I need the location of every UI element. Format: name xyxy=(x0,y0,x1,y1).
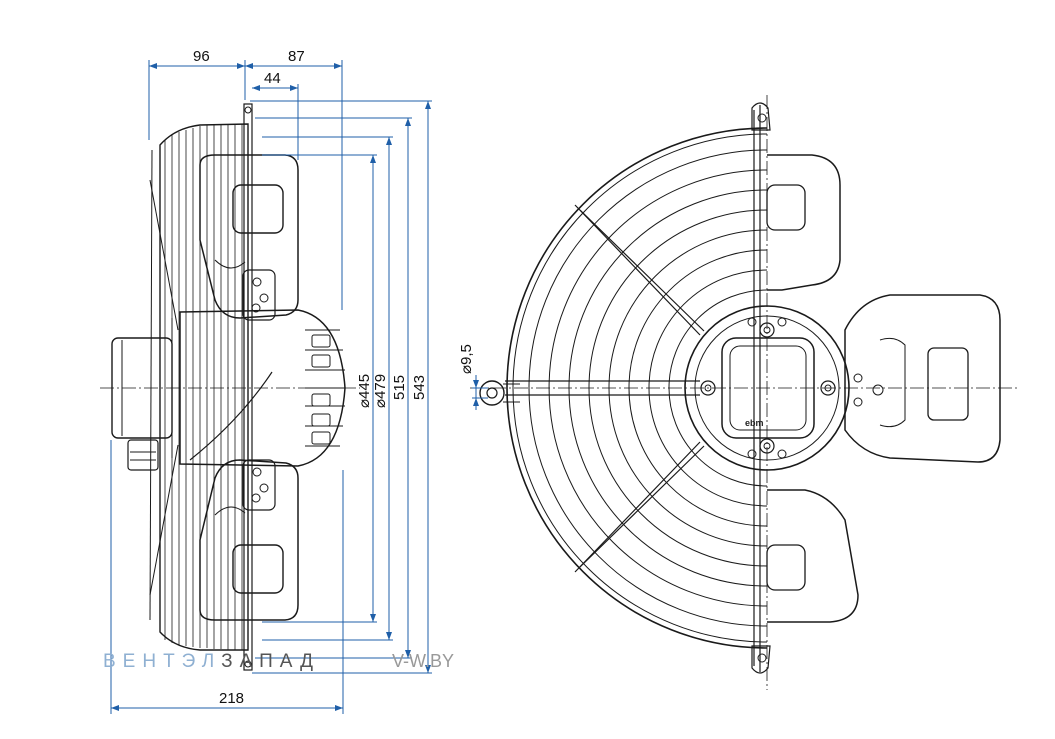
dim-218-label: 218 xyxy=(219,690,244,707)
watermark-part-2: ЗАПАД xyxy=(221,651,320,672)
dim-445-label: ⌀445 xyxy=(356,374,373,408)
watermark-part-1: ВЕНТЭЛ xyxy=(103,651,221,672)
front-dimensions: ⌀9,5 xyxy=(458,344,488,410)
side-motor xyxy=(111,309,346,471)
dim-96-label: 96 xyxy=(193,48,210,65)
front-view: ebm ⌀9,5 xyxy=(458,95,1020,690)
svg-text:ВЕНТЭЛЗАПАД: ВЕНТЭЛЗАПАД xyxy=(103,651,320,672)
dim-44-label: 44 xyxy=(264,70,281,87)
side-blade-upper xyxy=(199,154,299,321)
dim-515-label: 515 xyxy=(391,375,408,400)
dim-479-label: ⌀479 xyxy=(372,374,389,408)
side-dimensions: 96 87 44 ⌀445 ⌀479 xyxy=(110,48,432,714)
front-blade-bottom xyxy=(766,489,859,623)
side-view: 96 87 44 ⌀445 ⌀479 xyxy=(100,48,432,714)
front-guard xyxy=(479,102,771,674)
dim-543-label: 543 xyxy=(411,375,428,400)
front-blade-top xyxy=(766,154,841,291)
watermark: ВЕНТЭЛЗАПАД V-W.BY xyxy=(103,651,454,672)
side-blade-lower xyxy=(199,459,299,621)
dim-9-5-label: ⌀9,5 xyxy=(458,344,475,374)
manufacturer-logo: ebm xyxy=(745,418,764,428)
dim-87-label: 87 xyxy=(288,48,305,65)
side-guard xyxy=(149,103,253,671)
front-hub: ebm xyxy=(684,305,884,471)
watermark-part-3: V-W.BY xyxy=(392,651,454,671)
front-blade-right xyxy=(844,294,1001,463)
